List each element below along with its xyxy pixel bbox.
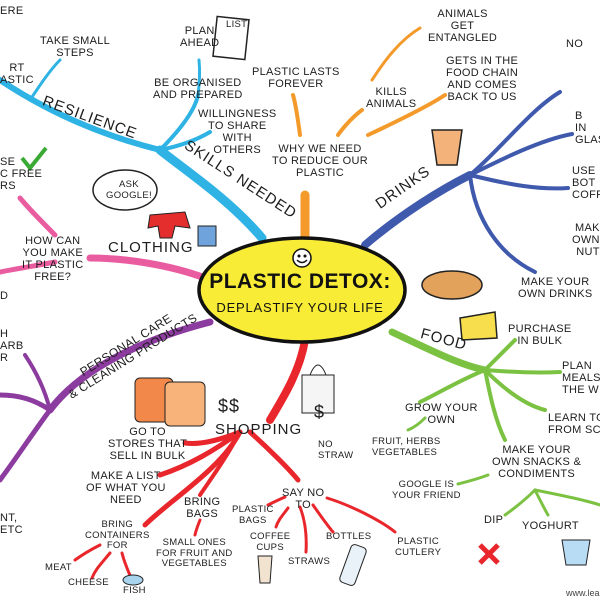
use-bottle-label: USE BOT COFF xyxy=(572,165,600,201)
red-x-icon xyxy=(478,543,500,565)
personal-branch xyxy=(0,318,214,483)
go-to-stores-label: GO TO STORES THAT SELL IN BULK xyxy=(108,426,188,462)
tote-bag-icon xyxy=(301,364,335,414)
make-snacks-label: MAKE YOUR OWN SNACKS & CONDIMENTS xyxy=(492,444,582,480)
google-friend-label: GOOGLE IS YOUR FRIEND xyxy=(392,479,461,501)
list-text: LIST xyxy=(226,19,248,30)
coffee-cup-icon xyxy=(257,555,273,584)
pillows-icon xyxy=(134,377,206,427)
buy-glass-label: B IN GLAS xyxy=(575,110,600,146)
fish-icon xyxy=(122,574,144,586)
why-reduce-label: WHY WE NEED TO REDUCE OUR PLASTIC xyxy=(272,143,368,179)
meat-label: MEAT xyxy=(45,562,72,573)
list-icon xyxy=(212,15,250,61)
plan-meals-label: PLAN MEALS THE W xyxy=(562,360,600,396)
cheese-icon xyxy=(459,311,498,341)
skills-branch xyxy=(0,58,267,243)
plastic-bags-label: PLASTIC BAGS xyxy=(232,504,274,526)
plastic-lasts-label: PLASTIC LASTS FOREVER xyxy=(252,66,340,90)
kills-animals-label: KILLS ANIMALS xyxy=(366,86,417,110)
straws-label: STRAWS xyxy=(288,556,331,567)
bread-icon xyxy=(421,270,483,300)
yoghurt-icon xyxy=(561,539,591,566)
fragment-choose: SE C FREE RS xyxy=(0,156,43,192)
dollar-label: $ xyxy=(314,402,326,422)
drinks-branch xyxy=(361,90,574,274)
no-label: NO xyxy=(566,38,584,50)
say-no-label: SAY NO TO xyxy=(282,487,325,511)
how-plastic-free-label: HOW CAN YOU MAKE IT PLASTIC FREE? xyxy=(22,235,84,283)
checkmark-icon xyxy=(20,146,48,172)
fragment-personal-1: H ARB R xyxy=(0,328,24,364)
make-own-drinks-label: MAKE YOUR OWN DRINKS xyxy=(518,276,593,300)
cheese-label: CHEESE xyxy=(68,577,109,588)
clothing-label: CLOTHING xyxy=(108,239,194,256)
dollars-label: $$ xyxy=(218,396,241,416)
animals-entangled-label: ANIMALS GET ENTANGLED xyxy=(428,8,498,44)
plan-ahead-label: PLAN AHEAD xyxy=(180,25,220,49)
why-branch xyxy=(291,26,447,245)
footer-url: www.learn xyxy=(566,588,600,598)
center-title: PLASTIC DETOX: xyxy=(209,270,391,293)
shopping-branch xyxy=(73,336,397,582)
smiley-icon xyxy=(292,248,312,268)
be-organised-label: BE ORGANISED AND PREPARED xyxy=(153,77,243,101)
food-branch xyxy=(388,328,600,517)
fragment-d: D xyxy=(0,290,9,302)
bring-bags-label: BRING BAGS xyxy=(184,496,221,520)
glass-icon xyxy=(431,129,463,166)
center-bubble xyxy=(197,236,407,344)
food-chain-label: GETS IN THE FOOD CHAIN AND COMES BACK TO… xyxy=(446,55,519,103)
clothing-icon xyxy=(147,211,217,247)
fragment-ere: ERE xyxy=(0,5,24,17)
grow-own-label: GROW YOUR OWN xyxy=(405,402,478,426)
willingness-label: WILLINGNESS TO SHARE WITH OTHERS xyxy=(198,108,277,156)
bottle-icon xyxy=(339,544,367,586)
no-straw-label: NO STRAW xyxy=(318,439,354,461)
yoghurt-label: YOGHURT xyxy=(522,520,579,532)
fish-label: FISH xyxy=(123,585,146,596)
fragment-personal-2: NT, ETC xyxy=(0,512,23,536)
speech-bubble-icon xyxy=(92,169,158,211)
dip-label: DIP xyxy=(484,514,504,526)
take-small-steps-label: TAKE SMALL STEPS xyxy=(40,35,111,59)
bottles-label: BOTTLES xyxy=(326,531,372,542)
plastic-cutlery-label: PLASTIC CUTLERY xyxy=(395,536,442,558)
make-nut-label: MAK OWN NUT xyxy=(572,222,600,258)
center-subtitle: DEPLASTIFY YOUR LIFE xyxy=(216,300,384,315)
fruit-herbs-label: FRUIT, HERBS VEGETABLES xyxy=(372,436,441,458)
purchase-bulk-label: PURCHASE IN BULK xyxy=(508,323,572,347)
ask-google-label: ASK GOOGLE! xyxy=(106,179,152,201)
shopping-label: SHOPPING xyxy=(215,421,303,438)
fragment-art-plastic: RT ASTIC xyxy=(0,62,34,86)
make-list-label: MAKE A LIST OF WHAT YOU NEED xyxy=(86,470,166,506)
coffee-cups-label: COFFEE CUPS xyxy=(250,531,291,553)
clothing-branch xyxy=(0,195,209,282)
small-ones-label: SMALL ONES FOR FRUIT AND VEGETABLES xyxy=(156,537,233,569)
learn-label: LEARN TO FROM SC xyxy=(548,412,600,436)
bring-containers-label: BRING CONTAINERS FOR xyxy=(85,519,150,551)
